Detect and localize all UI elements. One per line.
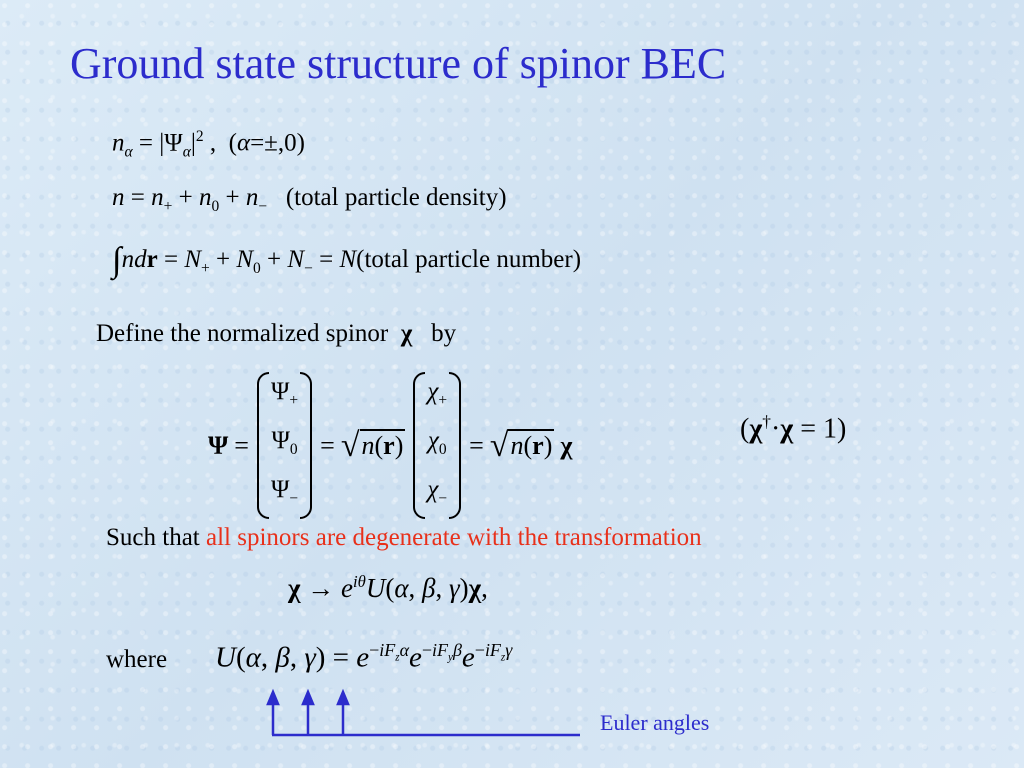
slide-title: Ground state structure of spinor BEC bbox=[70, 39, 727, 88]
psi-column-vector: Ψ+ Ψ0 Ψ− bbox=[255, 372, 314, 519]
alpha-arrow-head bbox=[266, 688, 280, 706]
transformation-equation: χ → eiθU(α, β, γ)χ, bbox=[288, 572, 488, 603]
degeneracy-statement: Such that all spinors are degenerate wit… bbox=[106, 524, 702, 552]
rotation-operator-equation: U(α, β, γ) = e−iFzαe−iFyβe−iFzγ bbox=[215, 640, 513, 674]
sqrt-density-2: √n(r) bbox=[489, 426, 555, 464]
by-text: by bbox=[431, 320, 457, 347]
degeneracy-highlight: all spinors are degenerate with the tran… bbox=[206, 524, 702, 551]
define-spinor-line: Define the normalized spinor χ by bbox=[96, 320, 457, 347]
normalization-condition: (χ†·χ = 1) bbox=[740, 412, 847, 445]
density-component-equation: nα = |Ψα|2 , (α=±,0) bbox=[112, 128, 305, 161]
euler-angles-label: Euler angles bbox=[600, 710, 710, 735]
spinor-definition-equation: Ψ= Ψ+ Ψ0 Ψ− = √n(r) χ+ χ0 χ− = √n(r)χ bbox=[205, 372, 575, 519]
sqrt-density-1: √n(r) bbox=[340, 426, 406, 464]
where-text: where bbox=[106, 646, 168, 673]
total-number-label: (total particle number) bbox=[356, 245, 582, 273]
total-number-equation: ∫ndr = N+ + N0 + N− = N(total particle n… bbox=[112, 240, 582, 279]
total-density-label: (total particle density) bbox=[285, 184, 507, 211]
define-text: Define the normalized spinor bbox=[96, 320, 389, 347]
chi-column-vector: χ+ χ0 χ− bbox=[411, 372, 463, 519]
total-density-equation: n = n+ + n0 + n− (total particle density… bbox=[112, 184, 507, 215]
beta-arrow-head bbox=[301, 688, 315, 706]
such-that-prefix: Such that bbox=[106, 524, 200, 551]
gamma-arrow-head bbox=[336, 688, 350, 706]
